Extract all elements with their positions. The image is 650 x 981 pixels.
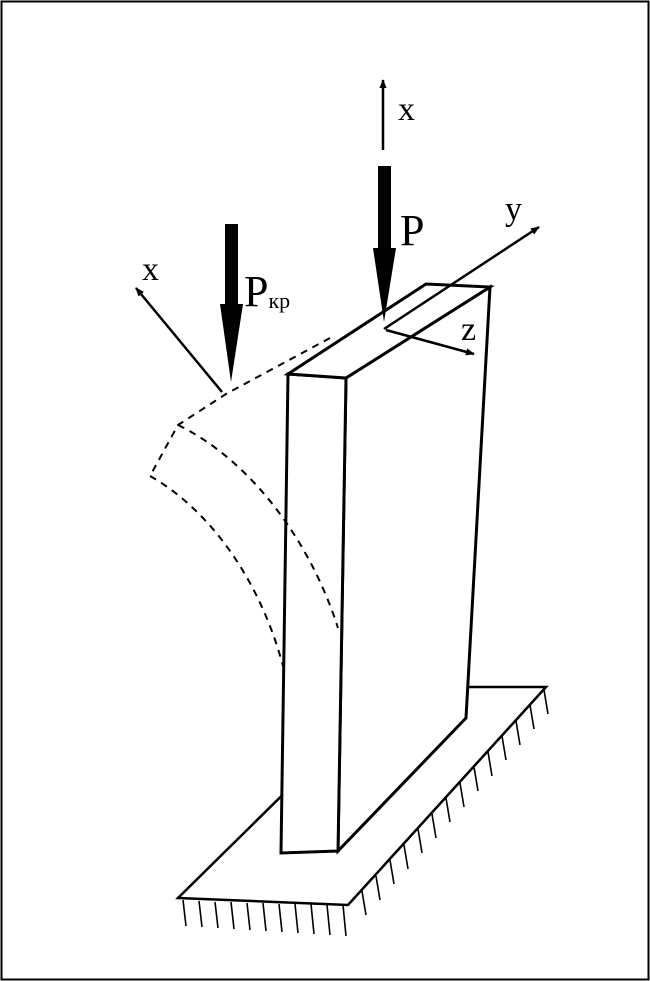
support-hatching [182, 689, 549, 937]
p-critical-subscript: кр [268, 288, 290, 313]
y-axis-arrow [383, 225, 540, 331]
z-axis-arrow [385, 328, 475, 356]
z-axis-label: z [461, 311, 476, 348]
x-axis-top-label: x [398, 91, 415, 128]
y-axis-label: y [505, 191, 522, 228]
load-p-arrow [373, 166, 396, 322]
load-p-critical-label: Pкр [244, 267, 290, 316]
column-side-face [336, 284, 492, 855]
column-front-face [279, 372, 348, 855]
load-p-label: P [400, 206, 424, 255]
x-axis-deformed-arrow [135, 287, 223, 393]
deformed-shape [149, 337, 339, 667]
p-critical-main: P [244, 267, 268, 316]
load-p-critical-arrow [220, 224, 243, 382]
axes [135, 79, 540, 393]
x-axis-deformed-label: x [142, 251, 159, 288]
column [279, 282, 495, 855]
